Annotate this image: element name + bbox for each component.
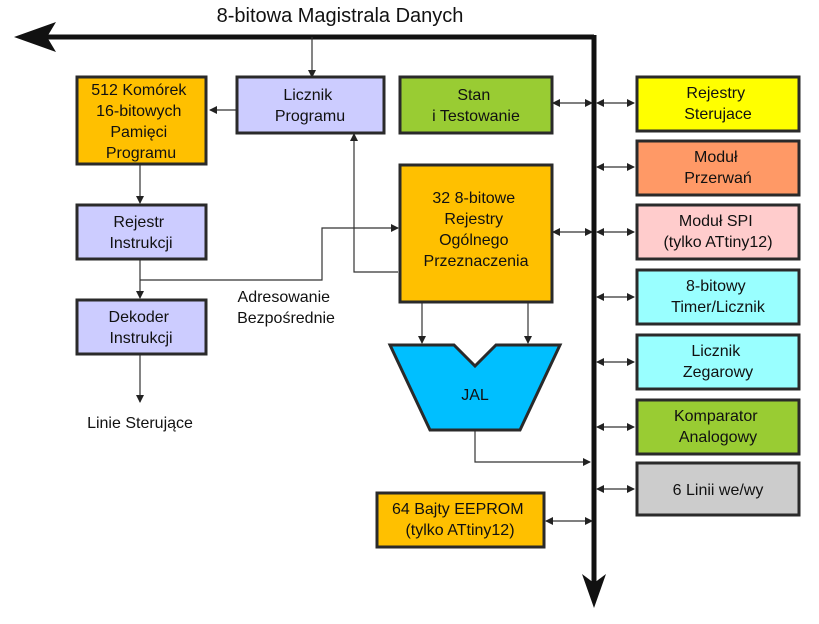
svg-text:32 8-bitowe Rejestry: 32 8-bitowe Rejestry Ogólnego Przeznacze… xyxy=(424,190,529,270)
alu-to-bus-line xyxy=(474,431,591,466)
svg-text:Stan i Testowanie: Stan i Testowanie xyxy=(432,87,520,125)
svg-text:Licznik Zegarowy: Licznik Zegarowy xyxy=(683,343,753,381)
control-registers-block: Rejestry Sterujace xyxy=(635,75,801,133)
analog-comparator-block: Komparator Analogowy xyxy=(635,398,801,456)
interrupt-module-block: Moduł Przerwań xyxy=(635,139,801,197)
spi-module-block: Moduł SPI (tylko ATtiny12) xyxy=(635,203,801,261)
alu-block: JAL xyxy=(387,343,563,432)
status-test-block: Stan i Testowanie xyxy=(398,75,554,135)
svg-text:8-bitowy Timer/Licznik: 8-bitowy Timer/Licznik xyxy=(671,278,766,316)
timer-counter-block: 8-bitowy Timer/Licznik xyxy=(635,268,801,326)
bus-down-arrowhead xyxy=(582,574,606,608)
general-purpose-registers-block: 32 8-bitowe Rejestry Ogólnego Przeznacze… xyxy=(398,163,554,304)
clock-counter-block: Licznik Zegarowy xyxy=(635,333,801,391)
svg-text:Moduł Przerwań: Moduł Przerwań xyxy=(684,149,752,187)
instruction-register-block: Rejestr Instrukcji xyxy=(75,203,208,261)
eeprom-block: 64 Bajty EEPROM (tylko ATtiny12) xyxy=(375,491,546,549)
svg-text:Rejestr Instrukcji: Rejestr Instrukcji xyxy=(109,214,172,252)
svg-text:Komparator Analogowy: Komparator Analogowy xyxy=(674,408,762,446)
program-memory-block: 512 Komórek 16-bitowych Pamięci Programu xyxy=(75,75,208,166)
direct-addressing-label: Adresowanie Bezpośrednie xyxy=(237,289,335,327)
data-bus xyxy=(14,22,606,608)
svg-text:512 Komórek 16-bitowych: 512 Komórek 16-bitowych Pamięci Programu xyxy=(91,82,191,162)
svg-text:Dekoder Instrukcji: Dekoder Instrukcji xyxy=(109,309,174,347)
control-lines-label: Linie Sterujące xyxy=(87,415,193,432)
bus-title: 8-bitowa Magistrala Danych xyxy=(217,5,464,27)
instruction-decoder-block: Dekoder Instrukcji xyxy=(75,298,208,356)
io-lines-block: 6 Linii we/wy xyxy=(635,461,801,517)
bus-left-arrowhead xyxy=(14,22,56,52)
svg-text:Moduł SPI (tylko ATtiny1: Moduł SPI (tylko ATtiny12) xyxy=(663,213,772,251)
gpr-to-pc-line xyxy=(350,133,398,273)
program-counter-block: Licznik Programu xyxy=(235,75,386,135)
svg-text:JAL: JAL xyxy=(461,387,489,404)
svg-text:Licznik Programu: Licznik Programu xyxy=(275,87,345,125)
direct-address-line xyxy=(140,224,399,281)
svg-text:Rejestry Sterujace: Rejestry Sterujace xyxy=(684,85,752,123)
svg-text:64 Bajty EEPROM (tylko A: 64 Bajty EEPROM (tylko ATtiny12) xyxy=(392,501,528,539)
svg-text:6 Linii we/wy: 6 Linii we/wy xyxy=(673,482,764,499)
connectors xyxy=(136,37,635,525)
